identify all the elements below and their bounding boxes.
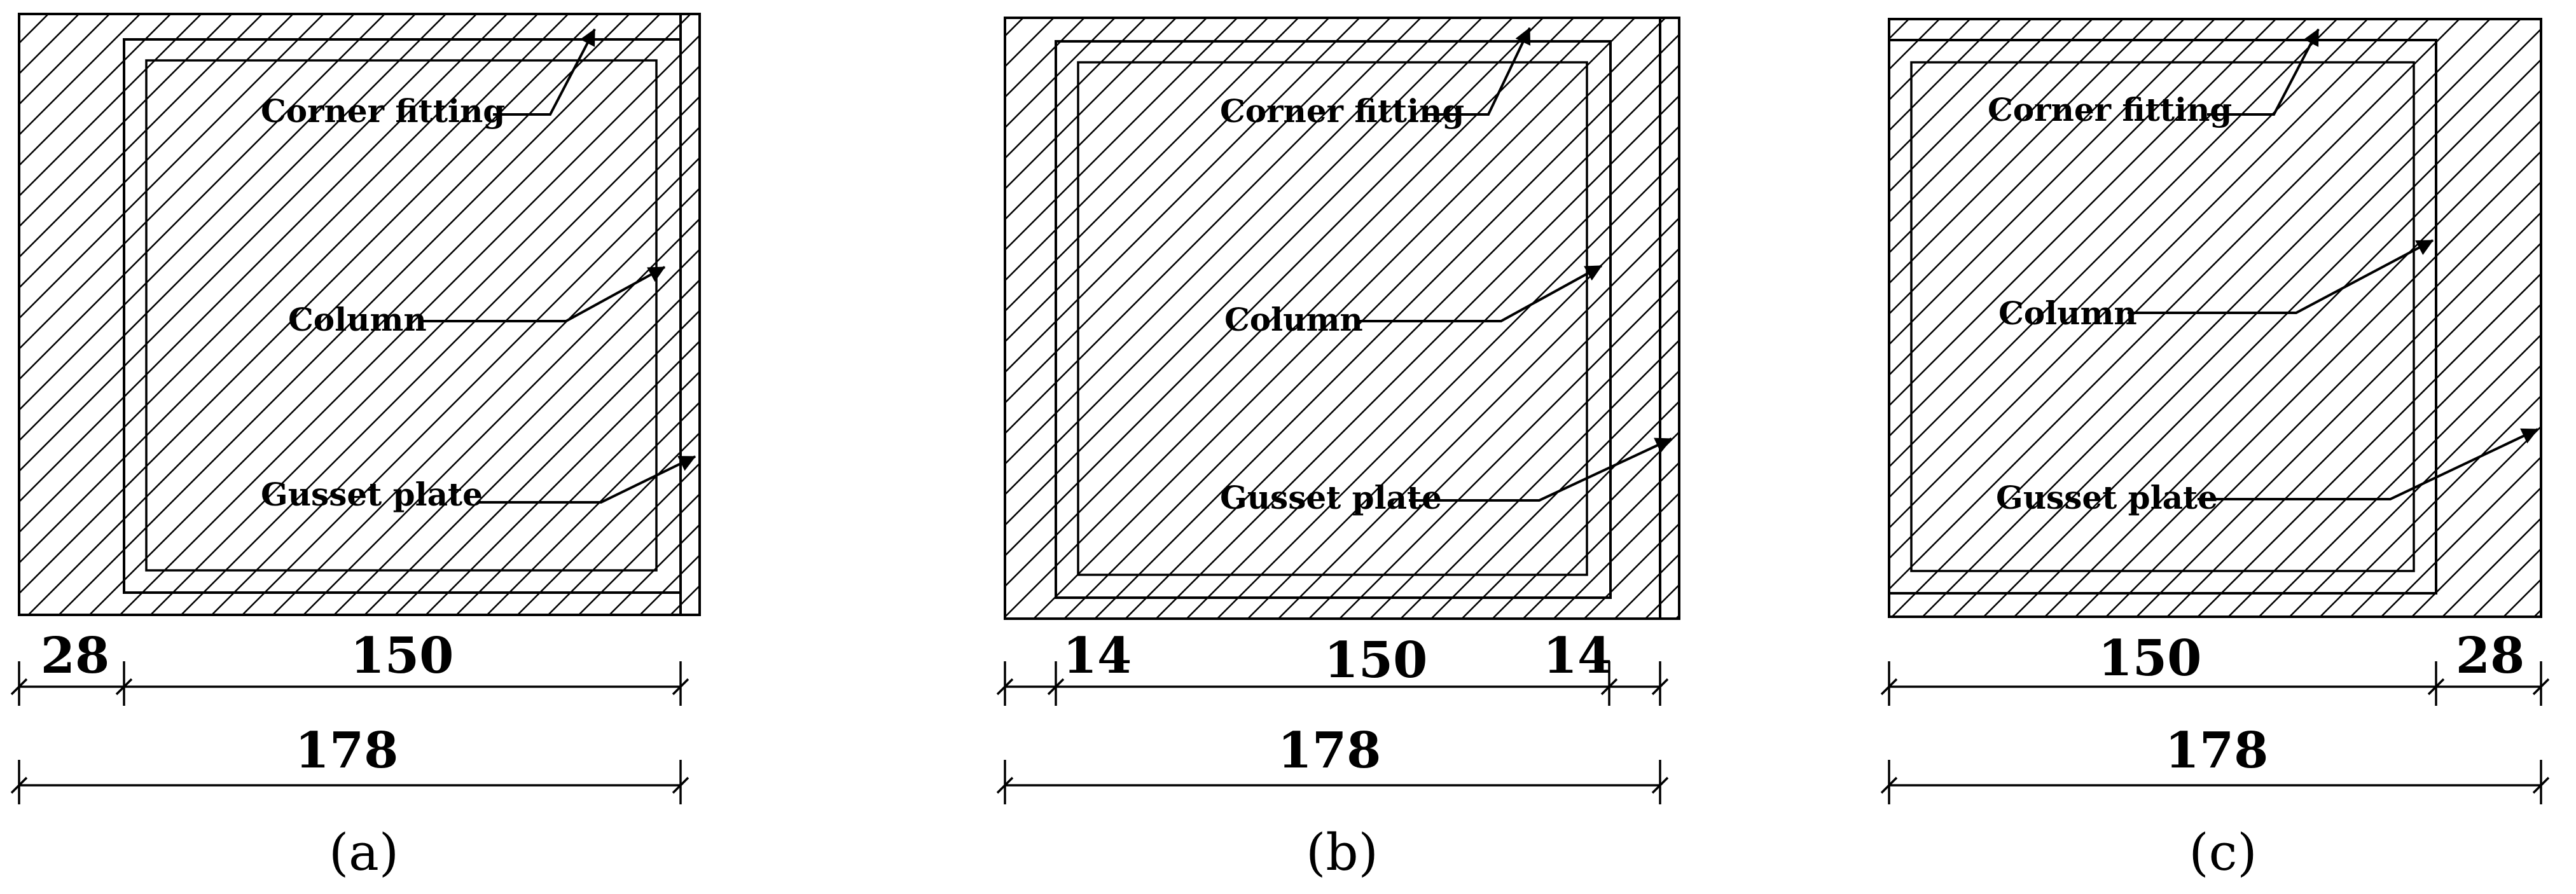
dim-total-width: 178 <box>295 722 399 780</box>
leader-column <box>2128 239 2434 314</box>
leader-corner-fitting <box>493 28 596 116</box>
column-outer-wall <box>1888 39 2437 595</box>
label-corner-fitting: Corner fitting <box>1988 91 2232 128</box>
dim-corner-fitting-width: 28 <box>2456 627 2525 685</box>
label-gusset-plate: Gusset plate <box>1996 479 2218 516</box>
column-inner-wall <box>1910 61 2415 572</box>
dim-left-fitting-width: 14 <box>1063 627 1132 685</box>
corner-fitting-hatch <box>18 13 701 616</box>
dim-column-width: 150 <box>1324 631 1428 689</box>
label-corner-fitting: Corner fitting <box>1220 92 1464 130</box>
dim-total-width: 178 <box>1278 722 1381 780</box>
dimension-top: 150 28 <box>1880 627 2550 706</box>
label-gusset-plate: Gusset plate <box>261 476 483 513</box>
dim-right-fitting-width: 14 <box>1543 627 1612 685</box>
label-corner-fitting: Corner fitting <box>261 92 505 130</box>
corner-fitting-hatch <box>1004 17 1680 620</box>
label-column: Column <box>1998 294 2137 332</box>
column-inner-wall <box>1077 61 1588 576</box>
panel-b: Corner fitting Column Gusset plate 14 15… <box>996 17 1680 882</box>
dimension-total: 178 <box>1880 722 2550 804</box>
leader-gusset-plate <box>2198 428 2539 500</box>
gusset-plate <box>1659 17 1680 620</box>
leader-column <box>420 266 666 322</box>
dimension-top: 14 150 14 <box>996 627 1669 706</box>
dimension-total: 178 <box>10 722 689 804</box>
panel-a: Corner fitting Column Gusset plate 28 15… <box>10 13 701 882</box>
leader-column <box>1358 265 1603 322</box>
dim-total-width: 178 <box>2165 722 2269 780</box>
corner-fitting-hatch <box>1888 18 2542 618</box>
gusset-plate <box>679 13 701 616</box>
label-column: Column <box>1224 301 1363 338</box>
dim-corner-fitting-width: 28 <box>41 627 110 685</box>
dim-column-width: 150 <box>2098 629 2202 687</box>
leader-corner-fitting <box>1428 27 1531 116</box>
dimension-top: 28 150 <box>10 627 689 706</box>
panel-c: Corner fitting Column Gusset plate 150 2… <box>1880 18 2550 882</box>
panel-caption: (a) <box>329 823 399 882</box>
panel-caption: (c) <box>2189 823 2257 882</box>
label-gusset-plate: Gusset plate <box>1220 479 1442 516</box>
dim-column-width: 150 <box>350 627 454 685</box>
column-inner-wall <box>145 59 658 572</box>
panel-caption: (b) <box>1306 823 1378 882</box>
label-column: Column <box>288 301 427 338</box>
leader-gusset-plate <box>477 455 696 504</box>
dimension-total: 178 <box>996 722 1669 804</box>
column-outer-wall <box>1055 40 1612 599</box>
leader-corner-fitting <box>2207 28 2320 116</box>
leader-gusset-plate <box>1409 437 1673 502</box>
